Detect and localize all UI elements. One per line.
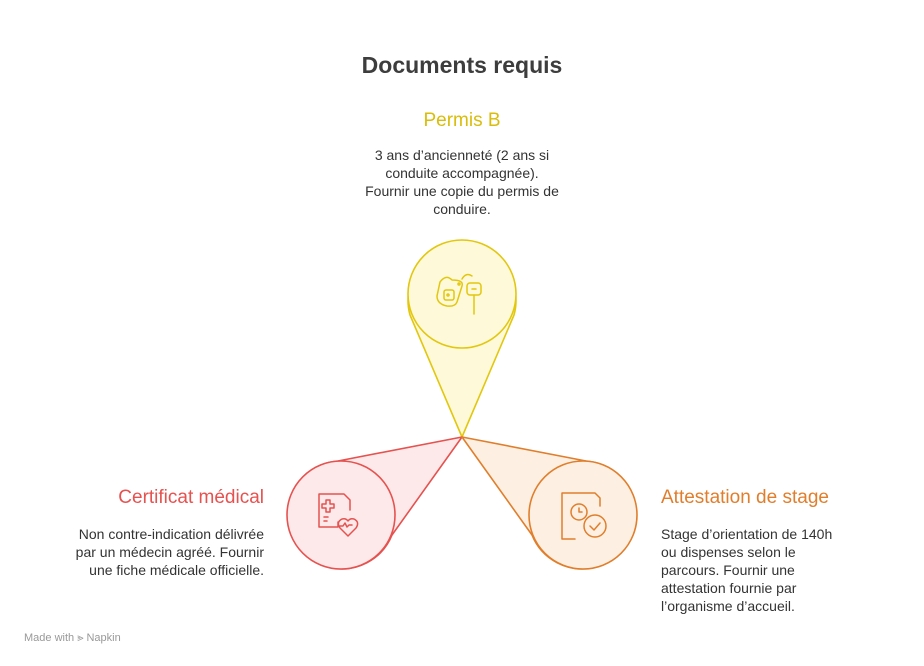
permis-cone bbox=[407, 239, 517, 438]
attestation-cone bbox=[461, 436, 638, 570]
document-clock-check-icon bbox=[561, 492, 607, 540]
medical-document-icon bbox=[318, 493, 359, 537]
certificat-cone bbox=[286, 436, 463, 570]
certificat-text: Non contre-indication délivrée par un mé… bbox=[75, 526, 264, 578]
car-key-icon bbox=[436, 273, 482, 315]
napkin-logo-icon: ⪢ bbox=[77, 632, 84, 644]
made-with-label: Made with bbox=[24, 632, 75, 644]
attestation-heading: Attestation de stage bbox=[661, 487, 829, 508]
napkin-brand: Napkin bbox=[86, 632, 121, 644]
diagram-title: Documents requis bbox=[361, 52, 563, 78]
permis-text: 3 ans d’ancienneté (2 ans si conduite ac… bbox=[365, 147, 559, 217]
attestation-text: Stage d’orientation de 140h ou dispenses… bbox=[661, 526, 833, 614]
certificat-heading: Certificat médical bbox=[118, 487, 264, 508]
permis-heading: Permis B bbox=[423, 110, 501, 131]
footer-credit: Made with ⪢ Napkin bbox=[24, 632, 121, 645]
